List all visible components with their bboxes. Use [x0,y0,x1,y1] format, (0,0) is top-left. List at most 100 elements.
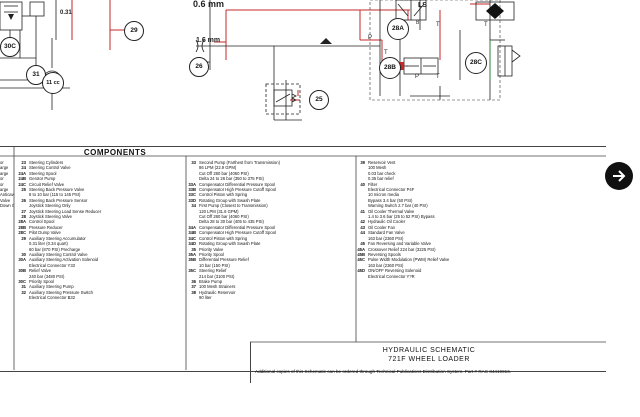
component-description: Steering Relief [199,268,227,274]
component-description: Relief Valve [29,268,52,274]
component-row: Cut Off 280 bar (4060 PSI) [188,171,280,176]
component-number [357,274,365,279]
component-number: 34D [188,241,196,247]
component-description: Control Piston with Spring [199,192,248,198]
component-row: arge [0,165,14,170]
component-description: Hydraulic Oil Cooler [368,219,406,225]
component-description: 163 bar (2360 PSI) [368,235,404,241]
component-description: Oil Cooler Fan [368,224,395,230]
component-number: 39 [360,160,365,165]
component-description: arge [0,170,9,176]
port-label: T [436,22,440,28]
orifice-size-label: 1.6 mm [196,37,221,44]
component-number: 28 [21,214,26,220]
component-number: 45D [357,268,365,274]
component-number [18,295,26,300]
component-description: or [0,181,4,187]
component-description: Rotating Group with Swash Plate [199,197,261,203]
component-row: Electrical Connector B32 [18,295,101,300]
callout-26: 26 [189,57,209,77]
callout-29: 29 [124,21,144,41]
component-row: Valve [0,198,14,203]
component-number: 34 [191,203,196,209]
component-description: 0.31 liter (0.34 quart) [29,241,68,247]
component-number: 27 [21,208,26,214]
component-number: 42 [360,219,365,225]
component-description: 60 bar (870 PSI) Precharge [29,246,81,252]
ordering-note: Additional copies of this Schematic can … [255,369,512,374]
port-label: P [368,35,373,41]
component-number: 31 [21,284,26,290]
component-description: Hydraulic Reservoir [199,289,236,295]
component-number: 24C [18,181,26,187]
component-description: Oil Cooler Thermal Valve [368,208,415,214]
component-number: 34A [188,224,196,230]
component-description: Electrical Connector Y33 [29,262,76,268]
component-description: Control Piston with Spring [199,235,248,241]
component-number: 30 [21,251,26,257]
component-description: Reversing Spools [368,251,401,257]
component-number: 29 [21,235,26,241]
component-number [188,295,196,300]
component-description: 163 bar (2360 PSI) [368,262,404,268]
pilot-dump-block [497,45,521,77]
component-number: 30B [18,268,26,274]
component-description: 100 Mesh Strainers [199,284,236,290]
component-description: 10 bar (150 PSI) [199,262,230,268]
component-description: Differential Pressure Relief [199,257,249,263]
component-description: Reservoir Vent [368,160,396,165]
components-panel [0,146,606,372]
port-label: T [384,50,388,56]
component-description: 214 bar (3100 PSI) [199,273,235,279]
component-row: Electrical Connector Y?R [357,274,449,279]
component-description: Second Pump (Farthest from Transmission) [199,160,280,165]
next-page-button[interactable] [605,162,633,190]
component-description: Auxiliary Steering Pressure Switch [29,289,94,295]
component-description: Pulse Width Modulation (PWM) Relief Valv… [368,257,450,263]
component-description: Control Spool [29,219,55,225]
component-description: Compensator High Pressure Cutoff Spool [199,187,276,193]
machine-model: 721F WHEEL LOADER [388,356,470,363]
component-number: 24A [18,170,26,176]
component-number: 43 [360,224,365,230]
component-description: Down Orifice [0,203,14,209]
port-label: T [436,74,440,80]
component-row: Anticavitation [0,192,14,197]
component-row: 214 bar (3100 PSI) [188,274,280,279]
component-description: or [0,176,4,182]
component-number: 33C [188,192,196,198]
component-row: or [0,160,14,165]
component-row: 10 bar (150 PSI) [188,263,280,268]
component-description: 0.03 bar check [368,170,396,176]
component-row: Delta 24 to 26 bar (350 to 375 PSI) [188,176,280,181]
component-description: 10 micron media [368,192,399,198]
component-row: Warning Switch 2.7 bar (40 PSI) [357,203,449,208]
component-description: Fan Reversing and Variable Valve [368,241,431,247]
component-description: Warning Switch 2.7 bar (40 PSI) [368,203,428,209]
component-description: 86 LPM (22.9 GPM) [199,165,237,171]
components-column: orargeargeororargeAnticavitationValveDow… [0,160,14,209]
component-description: 90 liter [199,295,212,301]
component-number: 36 [191,278,196,284]
component-description: Valve [0,197,11,203]
port-label: P [415,74,420,80]
component-description: 100 Mesh [368,165,387,171]
